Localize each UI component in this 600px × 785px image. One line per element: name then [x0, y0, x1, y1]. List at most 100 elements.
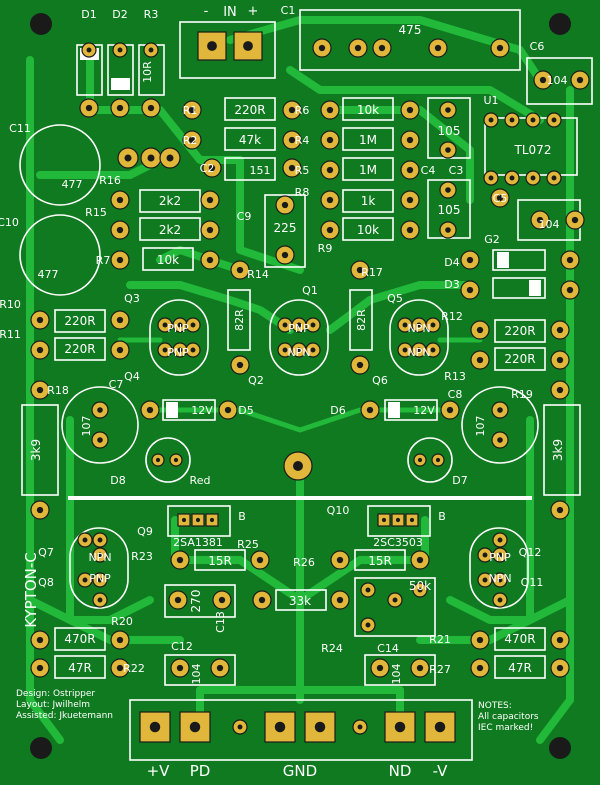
drill-hole: [571, 216, 579, 224]
r14-outline: [227, 289, 251, 351]
silk-label-q12: Q12: [519, 546, 542, 559]
silk-label-q9: Q9: [137, 525, 153, 538]
drill-hole: [282, 322, 288, 328]
drill-hole: [446, 406, 454, 414]
silk-label-r26: R26: [293, 556, 315, 569]
drill-hole: [97, 552, 103, 558]
drill-hole: [97, 537, 103, 543]
c12-outline: [164, 654, 236, 686]
silk-label-r22: 47R: [68, 661, 92, 675]
drill-hole: [36, 346, 44, 354]
silk-label-1: Layout: Jwilhelm: [16, 700, 90, 710]
drill-hole: [326, 226, 334, 234]
c7-outline: [61, 386, 139, 464]
d3-outline: [492, 277, 546, 299]
r11-outline: [54, 337, 106, 361]
drill-hole: [365, 587, 371, 593]
silk-label-r12: 220R: [504, 324, 535, 338]
drill-hole: [116, 316, 124, 324]
drill-hole: [195, 517, 201, 523]
silk-label-c12: C12: [171, 640, 193, 653]
r4-outline: [342, 127, 394, 151]
drill-hole: [162, 322, 168, 328]
r13-outline: [494, 347, 546, 371]
silk-label-r20: 470R: [64, 632, 95, 646]
drill-hole: [216, 664, 224, 672]
drill-hole: [116, 226, 124, 234]
drill-hole: [509, 117, 515, 123]
d6-outline: [384, 399, 438, 421]
drill-hole: [530, 117, 536, 123]
silk-label-pd: PD: [190, 762, 211, 780]
r16-outline: [139, 189, 201, 213]
silk-label-board_name: KYPTON-C: [22, 552, 40, 628]
drill-hole: [188, 136, 196, 144]
drill-hole: [36, 316, 44, 324]
drill-hole: [430, 322, 436, 328]
drill-hole: [288, 106, 296, 114]
silk-label-r9: R9: [318, 242, 333, 255]
silk-label-r19: 3k9: [551, 439, 565, 461]
drill-hole: [146, 406, 154, 414]
drill-hole: [476, 356, 484, 364]
d7-outline: [407, 437, 453, 483]
drill-hole: [36, 506, 44, 514]
c6-outline: [526, 57, 593, 105]
drill-hole: [416, 664, 424, 672]
q1-q2-outline: [269, 299, 329, 376]
silk-label-r8: R8: [295, 186, 310, 199]
silk-label-q2: NPN: [287, 346, 310, 359]
silk-label-q4: Q4: [124, 370, 140, 383]
q7-q8-outline: [69, 527, 129, 609]
r21-outline: [494, 627, 546, 651]
drill-hole: [97, 577, 103, 583]
drill-hole: [497, 552, 503, 558]
r19-outline: [543, 404, 581, 496]
silk-label-c11: C11: [9, 122, 31, 135]
drill-hole: [177, 347, 183, 353]
drill-hole: [224, 406, 232, 414]
silk-label-c8: C8: [448, 388, 463, 401]
drill-hole: [551, 175, 557, 181]
drill-hole: [190, 322, 196, 328]
r8-outline: [342, 189, 394, 213]
drill-hole: [256, 556, 264, 564]
silk-label-q3: Q3: [124, 292, 140, 305]
silk-label-q5: NPN: [407, 322, 430, 335]
drill-hole: [117, 47, 123, 53]
drill-hole: [365, 622, 371, 628]
r20-outline: [54, 627, 106, 651]
c2-outline: [224, 157, 276, 181]
silk-label-r3: 10R: [141, 61, 154, 83]
silk-label-gnd: GND: [283, 762, 317, 780]
r7-outline: [142, 247, 194, 271]
silk-label-r17: R17: [361, 266, 383, 279]
drill-hole: [147, 154, 155, 162]
silk-label-r21: 470R: [504, 632, 535, 646]
silk-label-r1: 220R: [234, 103, 265, 117]
drill-hole: [162, 347, 168, 353]
drill-hole: [218, 596, 226, 604]
r5-outline: [342, 157, 394, 181]
silk-label-d5: 12V: [191, 404, 213, 417]
drill-hole: [116, 664, 124, 672]
drill-hole: [417, 587, 423, 593]
silk-label-c9: C9: [237, 210, 252, 223]
silk-label-q7: Q7: [38, 546, 54, 559]
drill-hole: [177, 322, 183, 328]
silk-label-r10: R10: [0, 298, 21, 311]
silk-label-d6: D6: [330, 404, 345, 417]
silk-label-2: Assisted: Jkuetemann: [16, 711, 113, 721]
silk-label-r26: 15R: [368, 554, 392, 568]
silk-label-r5: 1M: [359, 163, 377, 177]
drill-hole: [406, 136, 414, 144]
silk-label-r11: 220R: [64, 342, 95, 356]
r15-outline: [139, 217, 201, 241]
silk-label-r23: 15R: [208, 554, 232, 568]
drill-hole: [310, 322, 316, 328]
silk-label-q11: NPN: [488, 572, 511, 585]
silk-label-d7: D7: [452, 474, 467, 487]
drill-hole: [147, 104, 155, 112]
q5-q6-outline: [389, 299, 449, 376]
